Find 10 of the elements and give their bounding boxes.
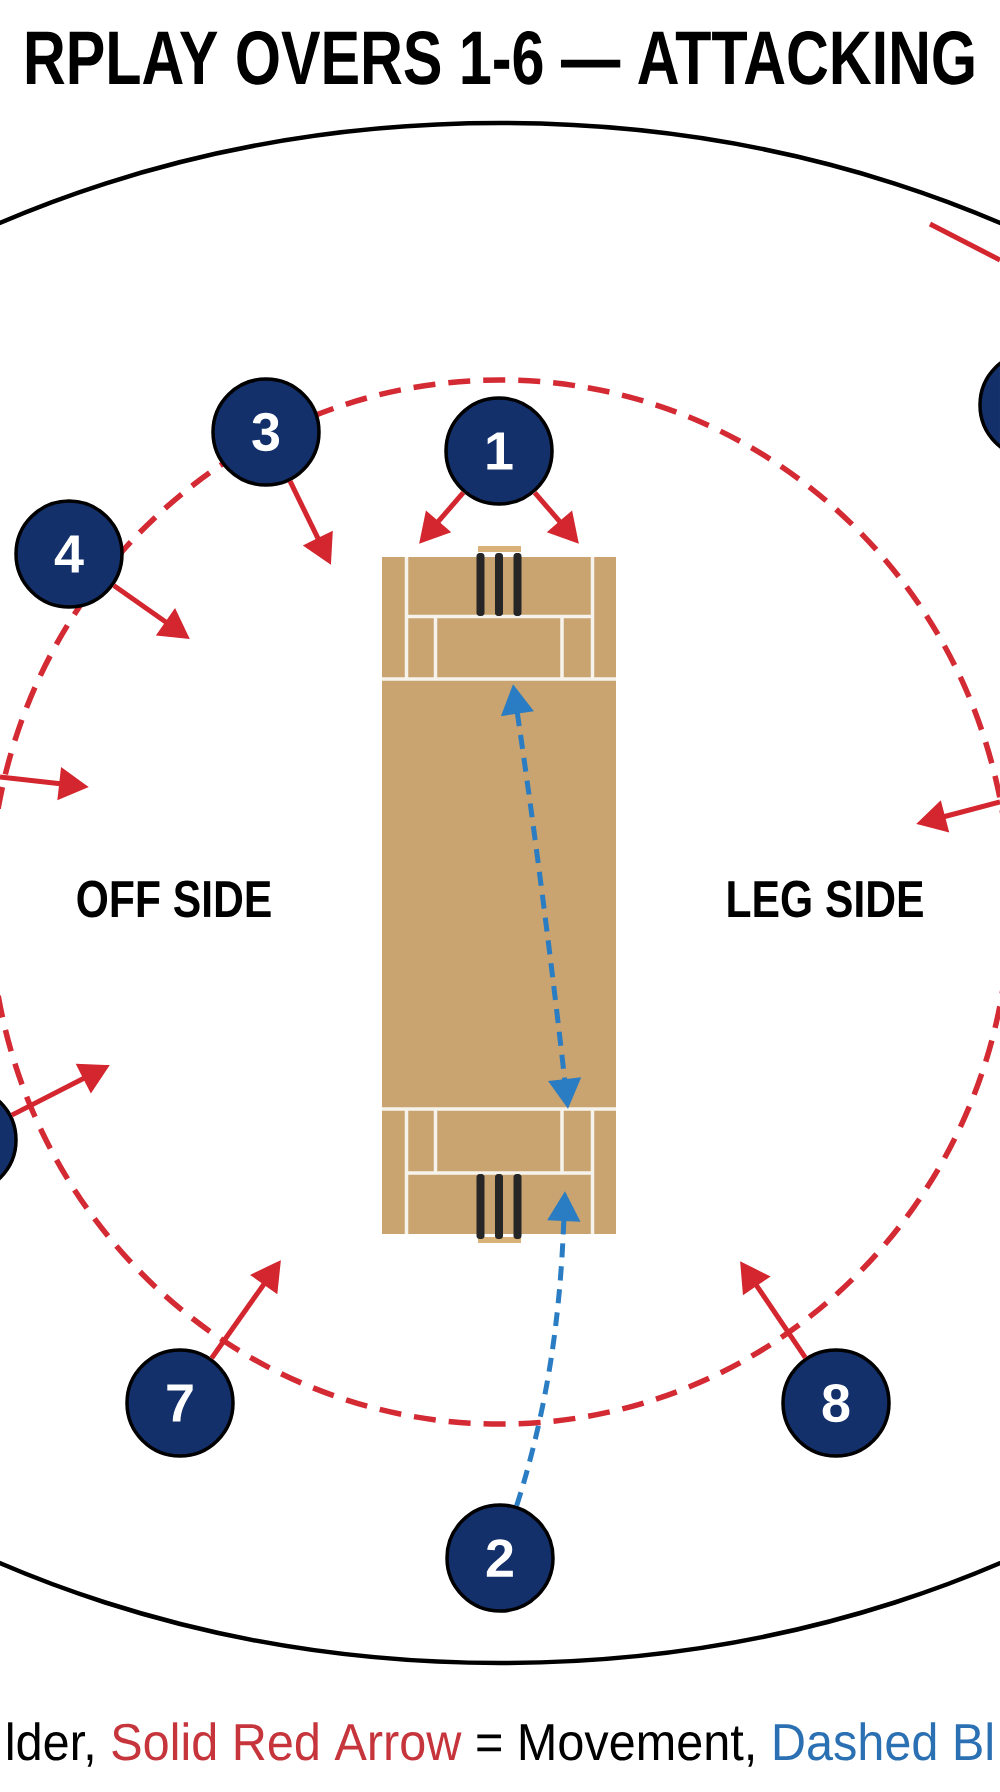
side-label: OFF SIDE xyxy=(77,880,271,918)
fielder-circle xyxy=(978,361,1000,449)
title: RPLAY OVERS 1-6 — ATTACKING xyxy=(26,30,974,85)
side-label: LEG SIDE xyxy=(728,880,923,918)
legend-text: lder, Solid Red Arrow = Movement, Dashed Bl xyxy=(8,1722,992,1767)
label: lder, xyxy=(8,1722,93,1767)
label: = Movement, xyxy=(477,1724,753,1767)
label: Solid Red Arrow xyxy=(112,1722,462,1761)
label: Dashed Bl xyxy=(774,1722,992,1761)
fielder-circle xyxy=(0,1099,18,1181)
